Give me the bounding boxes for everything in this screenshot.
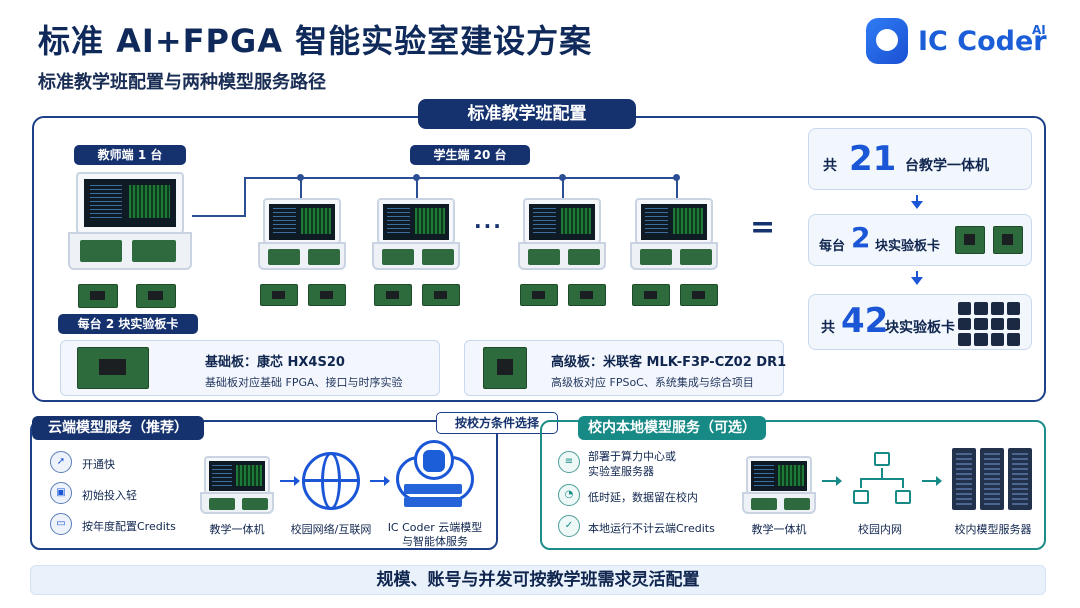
- basic-board-desc: 基础板对应基础 FPGA、接口与时序实验: [205, 376, 403, 389]
- advanced-board-image: [483, 347, 527, 389]
- cloud-feature: 按年度配置Credits: [82, 520, 176, 533]
- eagle-logo-icon: [423, 450, 445, 472]
- local-feature: 本地运行不计云端Credits: [588, 522, 715, 535]
- stat-boards-total-number: 42: [841, 301, 889, 341]
- footer-banner: 规模、账号与并发可按教学班需求灵活配置: [30, 565, 1046, 595]
- stat-boards-each-number: 2: [851, 221, 871, 254]
- stat-machines-number: 21: [849, 139, 897, 179]
- server-rack-icon: [952, 448, 976, 510]
- board-grid-icon: [958, 302, 1020, 346]
- teacher-label: 教师端 1 台: [74, 145, 186, 165]
- network-node: [413, 174, 420, 181]
- server-icon: ≡: [558, 451, 580, 473]
- network-tree-icon: [874, 452, 890, 466]
- flow-arrow-icon: [370, 476, 390, 486]
- card-icon: ▭: [50, 513, 72, 535]
- advanced-board-card: 高级板：米联客 MLK-F3P-CZ02 DR1 高级板对应 FPSoC、系统集…: [464, 340, 787, 396]
- fpga-board: [78, 284, 118, 308]
- basic-board-image: [77, 347, 149, 389]
- down-arrow-icon: [911, 201, 923, 209]
- shield-check-icon: ✓: [558, 515, 580, 537]
- stat-boards-each: 每台 2 块实验板卡: [808, 214, 1032, 266]
- globe-icon: [302, 452, 360, 510]
- network-node: [559, 174, 566, 181]
- brand-logo: IC Coder AI: [866, 18, 1056, 66]
- network-bus: [244, 177, 676, 179]
- cloud-node-service-line2: 与智能体服务: [402, 535, 468, 548]
- advanced-board-desc: 高级板对应 FPSoC、系统集成与综合项目: [551, 376, 754, 389]
- local-service-title: 校内本地模型服务（可选）: [578, 416, 766, 440]
- basic-board-card: 基础板：康芯 HX4S20 基础板对应基础 FPGA、接口与时序实验: [60, 340, 440, 396]
- student-label: 学生端 20 台: [410, 145, 530, 165]
- class-config-heading: 标准教学班配置: [418, 99, 636, 129]
- network-node: [673, 174, 680, 181]
- network-line: [192, 215, 244, 217]
- local-machine-laptop: [742, 456, 816, 516]
- cloud-node-machine: 教学一体机: [209, 523, 265, 536]
- fpga-board: [955, 226, 985, 254]
- advanced-board-title: 高级板：米联客 MLK-F3P-CZ02 DR1: [551, 355, 787, 370]
- fpga-board: [308, 284, 346, 306]
- flow-arrow-icon: [280, 476, 300, 486]
- flow-arrow-icon: [922, 476, 942, 486]
- fpga-board: [632, 284, 670, 306]
- local-service-frame: [540, 420, 1046, 550]
- fpga-board: [520, 284, 558, 306]
- equals-sign: =: [750, 210, 776, 245]
- cloud-feature: 开通快: [82, 458, 115, 471]
- fpga-board: [374, 284, 412, 306]
- cloud-machine-laptop: [200, 456, 274, 516]
- basic-board-title: 基础板：康芯 HX4S20: [205, 355, 345, 370]
- local-feature: 部署于算力中心或: [588, 450, 676, 463]
- page-title: 标准 AI+FPGA 智能实验室建设方案: [38, 22, 593, 60]
- rocket-icon: ➚: [50, 451, 72, 473]
- eagle-logo-icon: [866, 18, 908, 64]
- cloud-service-title: 云端模型服务（推荐）: [32, 416, 204, 440]
- network-node: [297, 174, 304, 181]
- local-node-machine: 教学一体机: [751, 523, 807, 536]
- stat-machines: 共 21 台教学一体机: [808, 128, 1032, 190]
- boards-per-machine-label: 每台 2 块实验板卡: [58, 314, 198, 334]
- student-laptop: [518, 198, 606, 272]
- laptop-screen: [84, 179, 176, 227]
- student-laptop: [258, 198, 346, 272]
- network-line: [244, 177, 246, 217]
- fpga-board: [993, 226, 1023, 254]
- local-node-server: 校内模型服务器: [954, 523, 1032, 536]
- local-feature: 低时延，数据留在校内: [588, 491, 698, 504]
- flow-arrow-icon: [822, 476, 842, 486]
- local-feature: 实验室服务器: [588, 465, 654, 478]
- down-arrow-icon: [911, 277, 923, 285]
- fpga-board: [568, 284, 606, 306]
- server-icon: [404, 484, 462, 494]
- local-node-intranet: 校园内网: [858, 523, 902, 536]
- fpga-board: [680, 284, 718, 306]
- wallet-icon: ▣: [50, 482, 72, 504]
- fpga-board: [260, 284, 298, 306]
- fpga-board: [422, 284, 460, 306]
- page-subtitle: 标准教学班配置与两种模型服务路径: [38, 72, 326, 93]
- student-laptop: [630, 198, 718, 272]
- logo-text: IC Coder: [918, 26, 1047, 57]
- cloud-node-network: 校园网络/互联网: [290, 523, 372, 536]
- selection-criteria-label: 按校方条件选择: [436, 412, 558, 434]
- teacher-laptop: [68, 172, 192, 272]
- more-students-ellipsis: ···: [474, 214, 503, 238]
- fpga-board: [136, 284, 176, 308]
- student-laptop: [372, 198, 460, 272]
- cloud-node-service-line1: IC Coder 云端模型: [387, 521, 483, 534]
- shield-clock-icon: ◔: [558, 484, 580, 506]
- cloud-feature: 初始投入轻: [82, 489, 137, 502]
- logo-superscript: AI: [1032, 23, 1046, 37]
- cloud-service-frame: [30, 420, 498, 550]
